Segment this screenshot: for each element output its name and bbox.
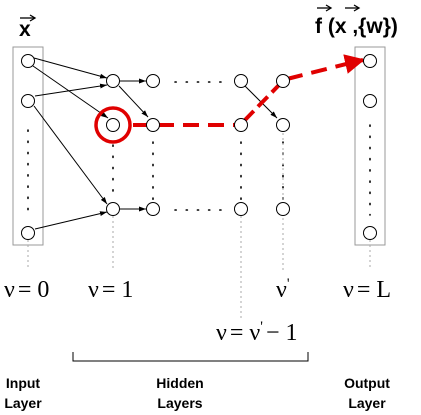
output-function-text: f (x ,{w}) xyxy=(315,15,398,38)
hidden-layer-nu-prime-minus-1-nodes xyxy=(234,74,248,216)
input-to-hidden-edges xyxy=(32,57,109,230)
output-layer-nodes xyxy=(363,54,377,240)
hidden-node xyxy=(276,202,290,216)
layer-guide-lines xyxy=(27,128,371,318)
svg-text:Hidden: Hidden xyxy=(156,375,203,391)
output-node xyxy=(363,94,377,108)
label-nu-prime-minus-1: ν= ν'− 1 xyxy=(216,319,298,346)
hidden1-to-hidden2-edges xyxy=(118,78,149,212)
input-vector-symbol: x xyxy=(19,18,31,41)
label-nu-0: ν= 0 xyxy=(4,277,49,303)
hidden-layers-caption: Hidden Layers xyxy=(156,375,203,411)
hidden-layer-2-nodes xyxy=(146,74,160,216)
label-nu-prime: ν' xyxy=(276,276,290,303)
hidden-node xyxy=(146,74,160,88)
highlighted-neuron-ring xyxy=(94,106,132,144)
hidden-node xyxy=(146,202,160,216)
input-node xyxy=(21,94,35,108)
input-node xyxy=(21,226,35,240)
highlight-path xyxy=(94,54,365,144)
input-layer-caption: Input Layer xyxy=(4,375,42,411)
hidden-layer-nu-prime-nodes xyxy=(276,74,290,216)
svg-text:Layer: Layer xyxy=(4,395,42,411)
label-nu-L: ν= L xyxy=(343,277,391,303)
svg-text:Input: Input xyxy=(6,375,41,391)
output-layer-caption: Output Layer xyxy=(344,375,390,411)
hidden-layer-1-nodes xyxy=(106,74,120,216)
hidden-layers-bracket xyxy=(72,352,309,362)
hidden-node xyxy=(234,202,248,216)
input-layer-nodes xyxy=(21,54,35,240)
hidden-node xyxy=(106,202,120,216)
hidden-node xyxy=(146,118,160,132)
hidden-node xyxy=(276,118,290,132)
hidden-node xyxy=(234,118,248,132)
output-function-label: f (x ,{w}) xyxy=(315,4,398,38)
continuation-dots xyxy=(27,81,371,216)
svg-text:Layer: Layer xyxy=(348,395,386,411)
svg-text:Layers: Layers xyxy=(157,395,202,411)
hidden-node xyxy=(276,74,290,88)
svg-text:Output: Output xyxy=(344,375,390,391)
input-node xyxy=(21,54,35,68)
output-node xyxy=(363,226,377,240)
hidden-node xyxy=(234,74,248,88)
hidden-node xyxy=(106,74,120,88)
input-vector-label: x xyxy=(19,14,37,41)
label-nu-1: ν= 1 xyxy=(88,277,133,303)
input-layer-box xyxy=(12,46,44,246)
hidden-node xyxy=(106,118,120,132)
output-node xyxy=(363,54,377,68)
